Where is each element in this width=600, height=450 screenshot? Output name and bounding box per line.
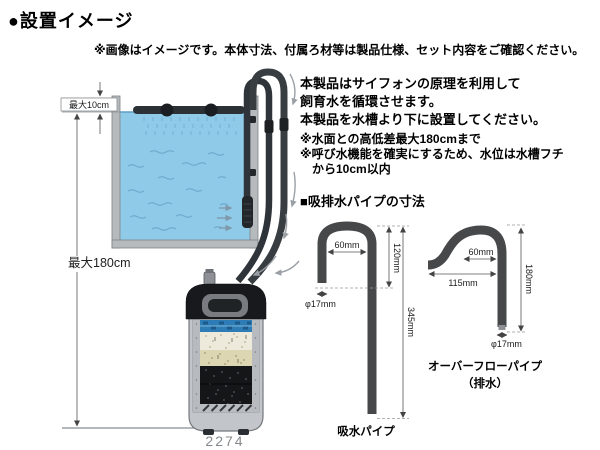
media-cream <box>200 350 252 366</box>
canister-filter: 2274 <box>185 269 267 449</box>
grate-slats <box>202 404 253 412</box>
intake-pipe-shape <box>317 221 377 414</box>
filter-foot <box>238 429 249 435</box>
filter-head <box>185 283 267 320</box>
bottom-grate <box>200 404 252 412</box>
installation-diagram: 2274 最大10cm 最大180cm <box>60 68 300 449</box>
tank-water <box>120 112 250 240</box>
overflow-pipe-tip <box>498 325 506 330</box>
pipe-section-heading: ■吸排水パイプの寸法 <box>300 194 425 209</box>
flow-arrows <box>217 73 300 276</box>
page-title: ●設置イメージ <box>8 11 134 31</box>
description-line: 飼育水を循環させます。 <box>300 94 442 109</box>
max-gap-label-box <box>60 97 118 112</box>
max-height-label: 最大180cm <box>68 256 131 270</box>
note-line: ※呼び水機能を確実にするため、水位は水槽フチ <box>300 147 564 161</box>
product-description: 本製品はサイフォンの原理を利用して 飼育水を循環させます。 本製品を水槽より下に… <box>300 75 546 129</box>
note-line: ※水面との高低差最大180cmまで <box>300 132 481 146</box>
intake-width-dim: 60mm <box>334 240 359 250</box>
strainer-slits <box>243 203 252 223</box>
overflow-reach-dim: 115mm <box>448 278 477 288</box>
media-white <box>200 332 252 350</box>
overflow-width-dim: 60mm <box>468 247 493 257</box>
description-line: 本製品を水槽より下に設置してください。 <box>300 112 546 127</box>
overflow-diameter-dim: φ17mm <box>491 339 522 349</box>
model-number: 2274 <box>205 433 244 449</box>
aquarium-tank <box>111 95 259 249</box>
spray-bar <box>133 103 245 117</box>
intake-strainer <box>242 196 253 228</box>
hose-sleeve <box>264 120 274 133</box>
intake-pipe-diagram: 60mm 120mm φ17mm 345mm 吸水パイプ <box>305 221 416 438</box>
return-hose <box>247 68 288 285</box>
intake-hose <box>235 77 273 284</box>
note-line: から10cm以内 <box>312 162 391 176</box>
page-subtitle: ※画像はイメージです。本体寸法、付属ろ材等は製品仕様、セット内容をご確認ください… <box>94 43 585 57</box>
return-hose-assembly <box>247 68 289 285</box>
filter-foot <box>203 429 214 435</box>
overflow-pipe-caption-sub: （排水） <box>462 376 508 390</box>
pipe-dimension-diagrams: 60mm 120mm φ17mm 345mm 吸水パイプ 60mm 115mm … <box>305 221 543 438</box>
intake-pipe-assembly <box>235 77 273 284</box>
overflow-height-dim: 180mm <box>524 264 534 294</box>
intake-hook-height-dim: 120mm <box>392 243 402 273</box>
intake-flow-arrows <box>217 204 233 232</box>
filter-media-cutaway <box>192 318 260 413</box>
filter-port <box>203 271 216 286</box>
description-notes: ※水面との高低差最大180cmまで ※呼び水機能を確実にするため、水位は水槽フチ… <box>300 132 564 177</box>
max-gap-label: 最大10cm <box>69 99 109 110</box>
rail-dots <box>195 323 257 409</box>
description-line: 本製品はサイフォンの原理を利用して <box>300 76 521 91</box>
intake-pipe-caption: 吸水パイプ <box>337 424 395 438</box>
overflow-pipe-shape <box>427 225 507 327</box>
hose-sleeve <box>279 118 289 131</box>
overflow-pipe-caption: オーバーフローパイプ <box>428 359 543 373</box>
intake-diameter-dim: φ17mm <box>305 299 336 309</box>
dimension-annotations: 最大10cm 最大180cm <box>60 82 131 427</box>
spray-droplets <box>143 117 237 135</box>
filter-port-cap <box>205 269 214 273</box>
water-waves <box>127 150 229 231</box>
overflow-pipe-diagram: 60mm 115mm 180mm φ17mm オーバーフローパイプ （排水） <box>427 224 543 390</box>
intake-length-dim: 345mm <box>406 307 416 337</box>
